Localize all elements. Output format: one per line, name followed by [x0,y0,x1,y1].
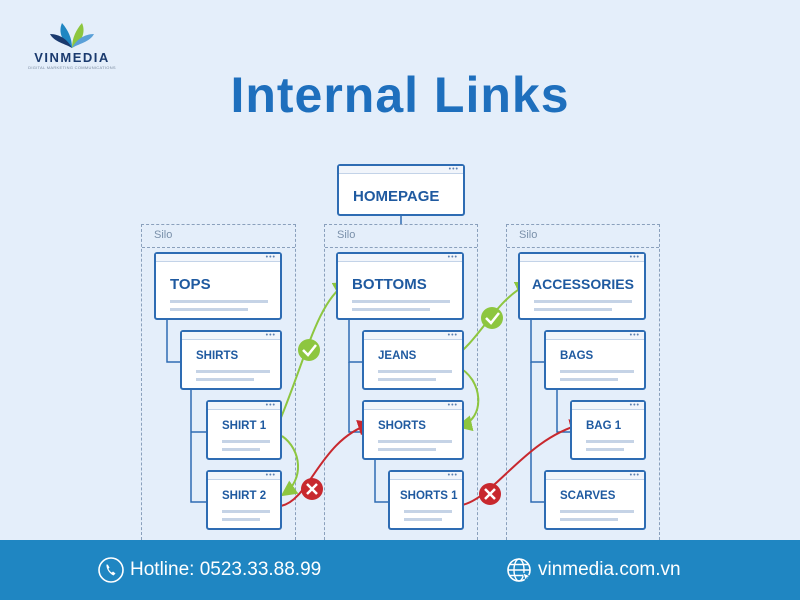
silo-bottoms: Silo [324,224,478,540]
good-link-arrow [280,435,299,497]
node-scarves: ••• SCARVES [544,470,646,530]
node-label: SHIRT 2 [222,490,267,502]
node-jeans: ••• JEANS [362,330,464,390]
node-homepage: ••• HOMEPAGE [337,164,465,216]
bad-link-arrow [452,419,586,508]
leaf-logo-icon [50,23,94,48]
node-shirt-1: ••• SHIRT 1 [206,400,282,460]
node-label: BAG 1 [586,420,622,432]
node-label: TOPS [170,276,211,293]
website-link[interactable]: vinmedia.com.vn [506,540,681,600]
tree-connectors [166,216,570,503]
silo-label: Silo [519,229,538,241]
node-shorts-1: ••• SHORTS 1 [388,470,464,530]
check-icon [298,339,320,361]
brand-tagline: DIGITAL MARKETING COMMUNICATIONS [28,65,116,70]
node-bags: ••• BAGS [544,330,646,390]
footer-bar: Hotline: 0523.33.88.99 vinmedia.com.vn [0,540,800,600]
page-title: Internal Links [230,67,570,123]
node-shirt-2: ••• SHIRT 2 [206,470,282,530]
node-accessories: ••• ACCESSORIES [518,252,646,320]
hotline[interactable]: Hotline: 0523.33.88.99 [98,540,321,600]
node-label: HOMEPAGE [353,188,440,205]
node-shorts: ••• SHORTS [362,400,464,460]
node-label: ACCESSORIES [532,276,634,292]
node-label: BAGS [560,350,594,362]
node-tops: ••• TOPS [154,252,282,320]
bad-link-arrow [280,420,374,507]
node-label: JEANS [378,350,417,362]
node-bag-1: ••• BAG 1 [570,400,646,460]
node-label: SHORTS 1 [400,490,458,502]
node-label: BOTTOMS [352,276,427,293]
cross-icon [479,483,501,505]
cross-icon [301,478,323,500]
phone-icon [98,557,124,583]
node-label: SHIRT 1 [222,420,267,432]
hotline-text: Hotline: 0523.33.88.99 [130,559,322,580]
node-label: SCARVES [560,490,616,502]
node-label: SHORTS [378,420,426,432]
website-text: vinmedia.com.vn [538,559,681,580]
node-shirts: ••• SHIRTS [180,330,282,390]
node-label: SHIRTS [196,350,239,362]
silo-accessories: Silo [506,224,660,540]
brand-logo: VINMEDIA DIGITAL MARKETING COMMUNICATION… [22,20,122,72]
node-bottoms: ••• BOTTOMS [336,252,464,320]
brand-name: VINMEDIA [34,50,110,65]
silo-label: Silo [154,229,173,241]
check-icon [481,307,503,329]
silo-label: Silo [337,229,356,241]
globe-icon [507,558,531,582]
